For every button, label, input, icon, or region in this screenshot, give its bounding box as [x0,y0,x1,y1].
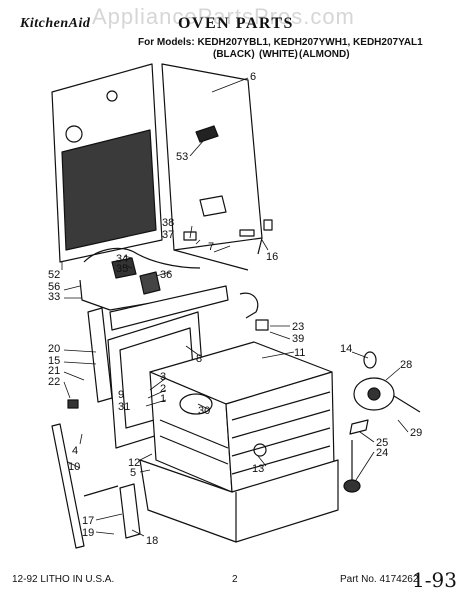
callout-28: 28 [400,359,412,371]
callout-36: 36 [160,269,172,281]
callout-34: 34 [116,253,128,265]
models-line: For Models: KEDH207YBL1, KEDH207YWH1, KE… [138,37,423,48]
variant-white: (WHITE) [259,49,298,60]
part-number: Part No. 4174262 [340,574,419,585]
variant-almond: (ALMOND) [299,49,350,60]
callout-5: 5 [130,467,136,479]
callout-29: 29 [410,427,422,439]
callout-4: 4 [72,445,78,457]
callout-33: 33 [48,291,60,303]
callout-15: 15 [48,355,60,367]
callout-37: 37 [162,229,174,241]
callout-3: 3 [160,371,166,383]
brand-logo: KitchenAid [20,16,91,31]
callout-39: 39 [292,333,304,345]
callout-53: 53 [176,151,188,163]
terminal-block [111,257,137,279]
page-title: OVEN PARTS [178,15,294,32]
callout-17: 17 [82,515,94,527]
page-number: 2 [232,574,238,585]
callout-23: 23 [292,321,304,333]
callout-14: 14 [340,343,352,355]
callout-25: 25 [376,437,388,449]
callout-38: 38 [162,217,174,229]
side-trim [87,307,113,403]
callout-35: 35 [116,263,128,275]
cabinet-bottom [139,459,339,543]
callout-11: 11 [294,347,305,359]
hinge-bracket [119,483,141,539]
callout-19: 19 [82,527,94,539]
callout-56: 56 [48,281,60,293]
callout-8: 8 [196,353,202,365]
callout-22: 22 [48,376,60,388]
callout-7: 7 [208,241,214,253]
callout-16: 16 [266,251,278,263]
callout-31: 31 [118,401,130,413]
callout-2: 2 [160,383,166,395]
front-bracket [51,423,85,549]
callout-20: 20 [48,343,60,355]
callout-30: 30 [198,405,210,417]
rear-outer-panel-inset [61,129,157,251]
knob-part-14 [363,351,377,369]
callout-52: 52 [48,269,60,281]
callout-13: 13 [252,463,264,475]
callout-1: 1 [160,393,166,405]
callout-10: 10 [68,461,80,473]
front-frame [109,285,229,331]
litho-note: 12-92 LITHO IN U.S.A. [12,574,115,585]
callout-21: 21 [48,365,60,377]
leveling-leg [343,479,361,493]
variant-black: (BLACK) [213,49,255,60]
callout-12: 12 [128,457,140,469]
handwritten-note: 1-93 [412,568,457,592]
watermark: AppliancePartsPros.com [92,4,355,29]
callout-9: 9 [118,389,124,401]
callout-18: 18 [146,535,158,547]
callout-6: 6 [250,71,256,83]
callout-24: 24 [376,447,388,459]
